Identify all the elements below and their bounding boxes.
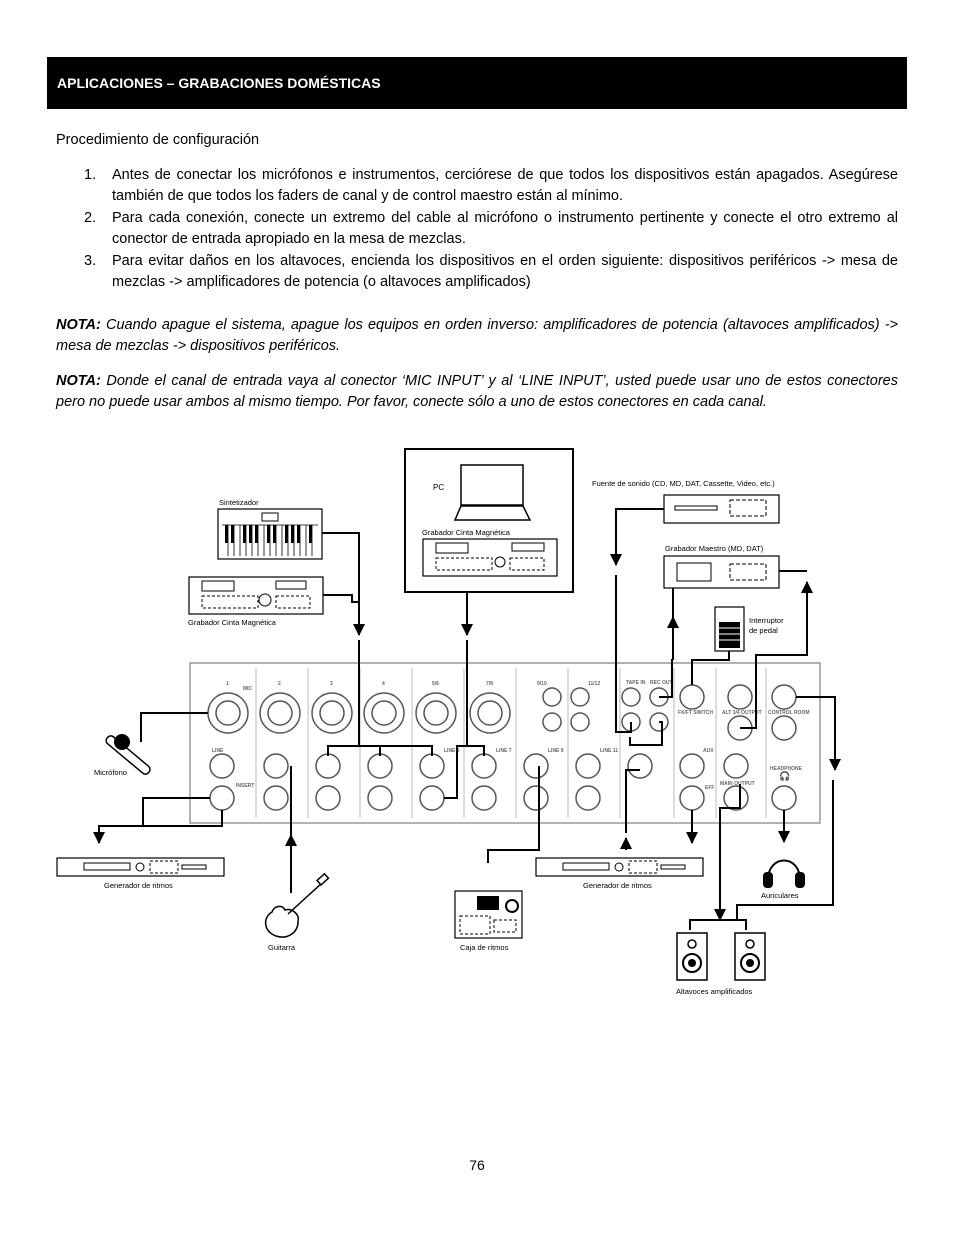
master-recorder-label: Grabador Maestro (MD, DAT) <box>665 544 764 553</box>
page-number: 76 <box>469 1157 485 1173</box>
mixer-panel: 1 2 3 4 5/6 7/8 9/10 11/12 MIC LINE INSE… <box>189 662 821 824</box>
ch78-label: 7/8 <box>486 681 493 687</box>
speakers-label: Altavoces amplificados <box>676 987 753 996</box>
note-label: NOTA: <box>56 317 101 333</box>
eff-label: EFF <box>705 785 714 791</box>
note-text: Cuando apague el sistema, apague los equ… <box>56 317 898 354</box>
tape-recorder-pc-icon <box>422 538 558 577</box>
beat-generator-left-label: Generador de ritmos <box>104 881 173 890</box>
speaker-right-icon <box>734 932 766 981</box>
connection-diagram: PC Grabador Cinta Magnética Sintetizador <box>56 448 841 996</box>
note-text: Donde el canal de entrada vaya al conect… <box>56 373 898 410</box>
tape-recorder-left-label: Grabador Cinta Magnética <box>188 618 277 627</box>
phones-label: HEADPHONE <box>770 766 803 772</box>
foot-switch-label-2: de pedal <box>749 626 778 635</box>
fx-switch-label: FX/FT SWITCH <box>678 710 713 716</box>
speaker-left-icon <box>676 932 708 981</box>
section-header-bar: APLICACIONES – GRABACIONES DOMÉSTICAS <box>47 57 907 109</box>
step-number: 1. <box>84 167 97 183</box>
note-label: NOTA: <box>56 373 101 389</box>
headphones-label: Auriculares <box>761 891 799 900</box>
ch2-label: 2 <box>278 681 281 687</box>
headphones-icon <box>763 859 805 888</box>
synthesizer-icon <box>217 508 323 560</box>
main-output-label: MAIN OUTPUT <box>720 781 755 787</box>
beat-generator-left-icon <box>56 857 225 877</box>
microphone-label: Micrófono <box>94 768 127 777</box>
cd-player-icon <box>663 494 780 524</box>
pc-box: PC Grabador Cinta Magnética <box>404 448 574 593</box>
alt-output-label: ALT 3/4 OUTPUT <box>722 710 762 716</box>
ch56-label: 5/6 <box>432 681 439 687</box>
line-label: LINE <box>212 748 224 754</box>
ch3-label: 3 <box>330 681 333 687</box>
step-item: 1. Antes de conectar los micrófonos e ins… <box>56 165 898 207</box>
line11-label: LINE 11 <box>600 748 618 754</box>
sound-source-label: Fuente de sonido (CD, MD, DAT, Cassette,… <box>592 479 775 488</box>
line7-label: LINE 7 <box>496 748 512 754</box>
laptop-icon <box>453 464 532 521</box>
ch910-label: 9/10 <box>537 681 547 687</box>
aux-label: AUX <box>703 748 714 754</box>
step-number: 3. <box>84 253 97 269</box>
guitar-icon <box>264 872 330 938</box>
intro-heading: Procedimiento de configuración <box>56 132 260 148</box>
guitar-label: Guitarra <box>268 943 296 952</box>
step-item: 3. Para evitar daños en los altavoces, en… <box>56 251 898 293</box>
step-item: 2. Para cada conexión, conecte un extremo… <box>56 208 898 250</box>
tape-recorder-pc-label: Grabador Cinta Magnética <box>422 528 511 537</box>
step-text: Para cada conexión, conecte un extremo d… <box>112 210 898 247</box>
master-recorder-icon <box>663 555 780 589</box>
ch1112-label: 11/12 <box>588 681 600 687</box>
microphone-icon <box>105 734 151 775</box>
line9-label: LINE 9 <box>548 748 564 754</box>
note-paragraph: NOTA: Cuando apague el sistema, apague l… <box>56 315 898 357</box>
beat-generator-right-label: Generador de ritmos <box>583 881 652 890</box>
foot-switch-label-1: Interruptor <box>749 616 784 625</box>
synth-label: Sintetizador <box>219 498 259 507</box>
procedure-steps: 1. Antes de conectar los micrófonos e ins… <box>56 165 898 294</box>
tape-recorder-left-icon <box>188 576 324 615</box>
headphone-icon: 🎧 <box>779 770 790 781</box>
step-number: 2. <box>84 210 97 226</box>
step-text: Antes de conectar los micrófonos e instr… <box>112 167 898 204</box>
insert-label: INSERT <box>236 783 254 789</box>
section-title: APLICACIONES – GRABACIONES DOMÉSTICAS <box>57 75 381 91</box>
note-paragraph: NOTA: Donde el canal de entrada vaya al … <box>56 371 898 413</box>
line5-label: LINE 5 <box>444 748 460 754</box>
drum-machine-icon <box>454 890 523 939</box>
ch4-label: 4 <box>382 681 385 687</box>
rec-out-label: REC OUT <box>650 680 673 686</box>
mic-label: MIC <box>243 686 253 692</box>
step-text: Para evitar daños en los altavoces, enci… <box>112 253 898 290</box>
ch1-label: 1 <box>226 681 229 687</box>
beat-generator-right-icon <box>535 857 704 877</box>
pc-label: PC <box>433 483 444 492</box>
foot-switch-icon <box>714 606 745 652</box>
drum-machine-label: Caja de ritmos <box>460 943 509 952</box>
control-room-label: CONTROL ROOM <box>768 710 810 716</box>
tape-in-label: TAPE IN <box>626 680 646 686</box>
